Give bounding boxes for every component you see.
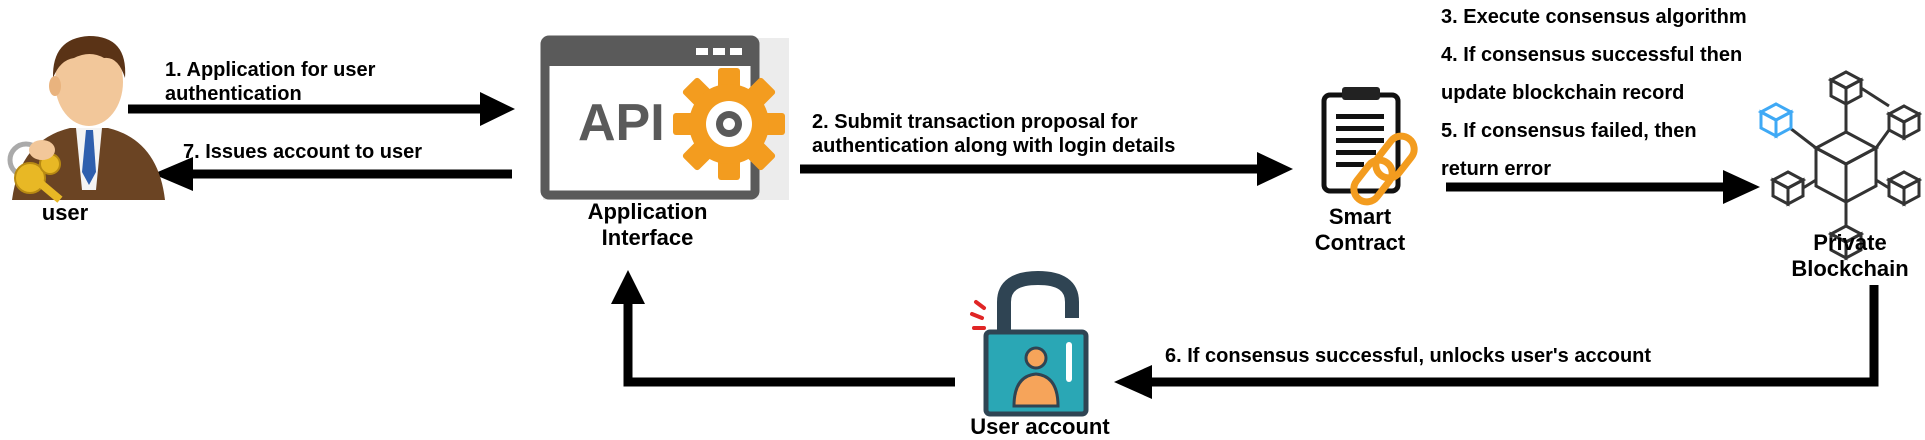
businessman-with-keys-icon bbox=[7, 36, 165, 203]
private-blockchain-line-2: Blockchain bbox=[1791, 256, 1909, 281]
chain-link-icon bbox=[1350, 132, 1418, 206]
step-7-line: 7. Issues account to user bbox=[183, 141, 422, 163]
step-6-line: 6. If consensus successful, unlocks user… bbox=[1165, 345, 1652, 367]
step-1-line-1: 1. Application for user bbox=[165, 59, 376, 81]
arrow-user-account-to-api bbox=[611, 270, 955, 387]
padlock-icon bbox=[970, 270, 1089, 417]
application-interface-line-2: Interface bbox=[601, 225, 694, 250]
blockchain-accent-cube-icon bbox=[1757, 102, 1795, 139]
user-account-label: User account bbox=[970, 414, 1110, 439]
arrow-api-to-smart-contract bbox=[800, 152, 1293, 186]
step-6-label: 6. If consensus successful, unlocks user… bbox=[1165, 344, 1651, 368]
steps-3-5-label: 3. Execute consensus algorithm 4. If con… bbox=[1441, 0, 1747, 188]
private-blockchain-line-1: Private bbox=[1813, 230, 1887, 255]
arrow-blockchain-to-user-account bbox=[1114, 285, 1879, 399]
step-5-line-1: 5. If consensus failed, then bbox=[1441, 120, 1697, 142]
application-interface-label: Application Interface bbox=[570, 199, 725, 251]
arrow-api-to-user bbox=[153, 157, 512, 191]
blockchain-network-icon bbox=[1769, 70, 1923, 261]
step-1-line-2: authentication bbox=[165, 83, 302, 105]
step-3-line: 3. Execute consensus algorithm bbox=[1441, 6, 1747, 28]
step-2-line-2: authentication along with login details bbox=[812, 135, 1176, 157]
smart-contract-label: Smart Contract bbox=[1305, 204, 1415, 256]
step-2-line-1: 2. Submit transaction proposal for bbox=[812, 111, 1138, 133]
smart-contract-line-2: Contract bbox=[1314, 230, 1406, 255]
private-blockchain-label: Private Blockchain bbox=[1775, 230, 1925, 282]
gear-icon bbox=[673, 68, 785, 180]
api-logo-text: API bbox=[578, 94, 665, 152]
step-5-line-2: return error bbox=[1441, 158, 1552, 180]
arrow-smart-contract-to-blockchain bbox=[1446, 170, 1760, 204]
application-interface-line-1: Application bbox=[587, 199, 708, 224]
step-4-line-1: 4. If consensus successful then bbox=[1441, 44, 1743, 66]
step-1-label: 1. Application for user authentication bbox=[165, 58, 375, 106]
step-4-line-2: update blockchain record bbox=[1441, 82, 1685, 104]
step-7-label: 7. Issues account to user bbox=[183, 140, 422, 164]
arrow-user-to-api bbox=[128, 92, 515, 126]
smart-contract-line-1: Smart bbox=[1328, 204, 1392, 229]
user-label: user bbox=[41, 200, 89, 225]
step-2-label: 2. Submit transaction proposal for authe… bbox=[812, 110, 1175, 158]
